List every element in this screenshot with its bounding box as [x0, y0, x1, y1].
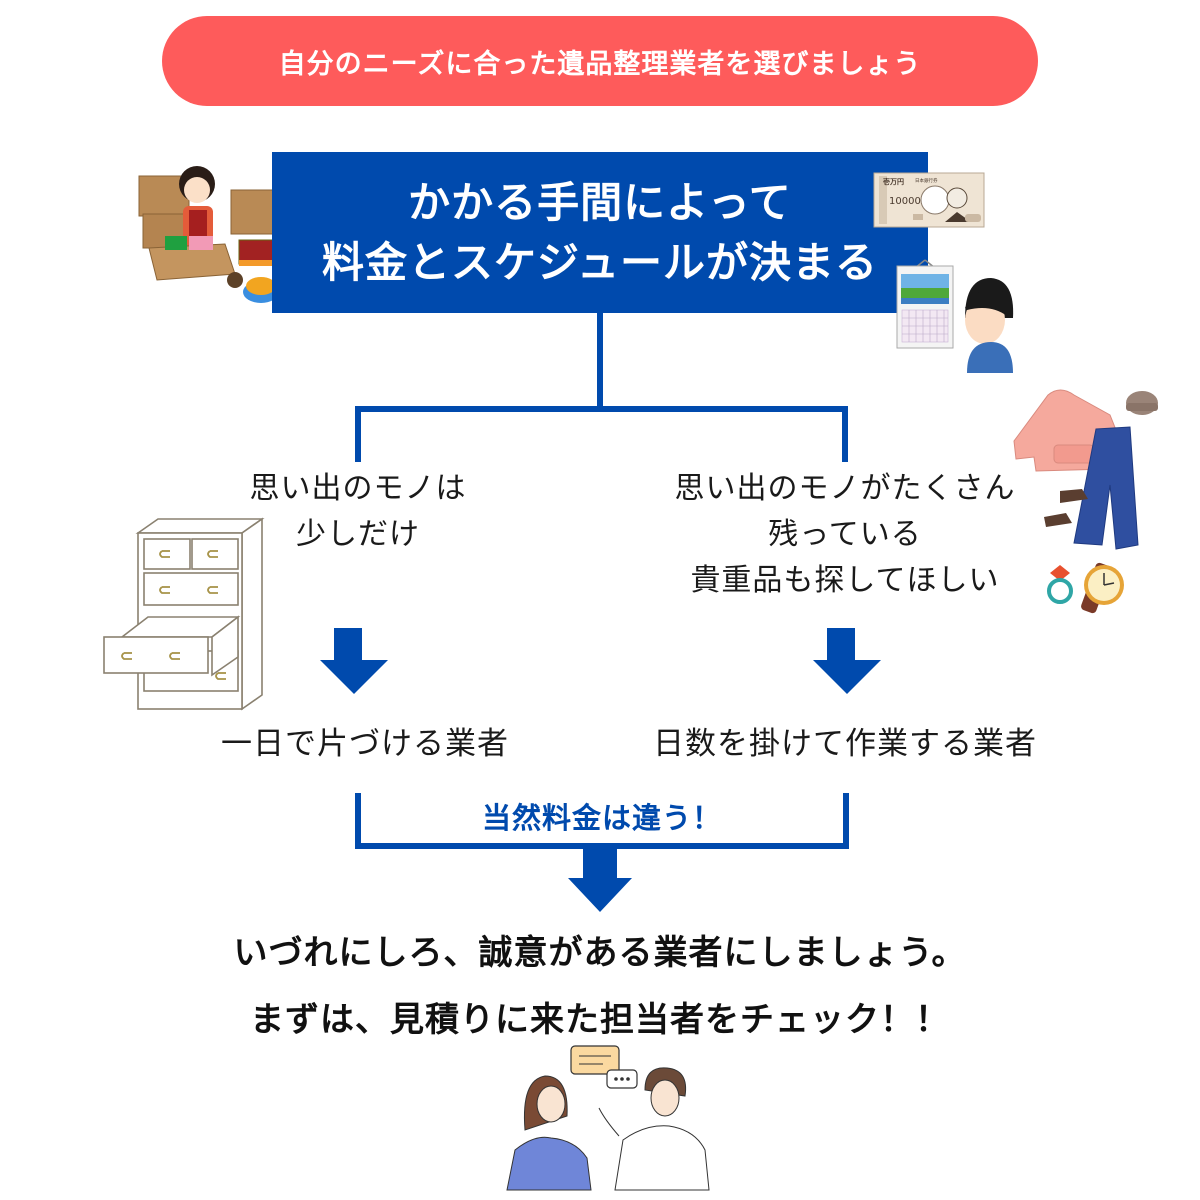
conclusion-line-1: いづれにしろ、誠意がある業者にしましょう。: [233, 933, 967, 973]
left-down-arrow-icon: [320, 628, 388, 694]
connector-left-drop: [355, 406, 361, 462]
left-condition-line: 思い出のモノは: [249, 471, 467, 506]
right-down-arrow-icon: [813, 628, 881, 694]
bracket-bottom: [355, 843, 849, 849]
connector-horizontal-top: [355, 406, 848, 412]
right-condition-line: 貴重品も探してほしい: [690, 563, 1000, 598]
main-message-box: かかる手間によって 料金とスケジュールが決まる: [272, 152, 928, 313]
banner-title: 自分のニーズに合った遺品整理業者を選びましょう: [278, 48, 922, 80]
conclusion-line-2: まずは、見積りに来た担当者をチェック！！: [250, 1000, 950, 1040]
yen-banknote-icon: 壱万円 日本銀行券 10000: [873, 172, 985, 228]
drawer-chest-icon: [100, 515, 270, 715]
man-with-calendar-icon: [895, 258, 1020, 373]
woman-packing-boxes-icon: [135, 148, 285, 313]
left-branch-condition: 思い出のモノは 少しだけ: [208, 466, 508, 558]
main-message-line-2: 料金とスケジュールが決まる: [321, 237, 879, 287]
main-message-line-1: かかる手間によって: [408, 177, 792, 227]
banknote-issuer: 日本銀行券: [915, 177, 938, 184]
banknote-label: 壱万円: [883, 177, 904, 186]
two-people-talking-icon: [495, 1040, 715, 1195]
banknote-denomination: 10000: [889, 196, 921, 207]
right-result-label: 日数を掛けて作業する業者: [653, 726, 1037, 762]
right-condition-line: 残っている: [768, 517, 922, 552]
connector-vertical-top: [597, 313, 603, 410]
connector-right-drop: [842, 406, 848, 462]
right-condition-line: 思い出のモノがたくさん: [674, 471, 1016, 506]
bottom-down-arrow-icon: [568, 848, 632, 912]
clothes-and-valuables-icon: [1010, 385, 1170, 625]
difference-label: 当然料金は違う！: [481, 801, 722, 835]
right-branch-condition: 思い出のモノがたくさん 残っている 貴重品も探してほしい: [645, 466, 1045, 604]
header-banner: 自分のニーズに合った遺品整理業者を選びましょう: [162, 16, 1038, 106]
left-result-label: 一日で片づける業者: [221, 726, 509, 762]
left-condition-line: 少しだけ: [296, 517, 420, 552]
bracket-right: [843, 793, 849, 849]
bracket-left: [355, 793, 361, 849]
